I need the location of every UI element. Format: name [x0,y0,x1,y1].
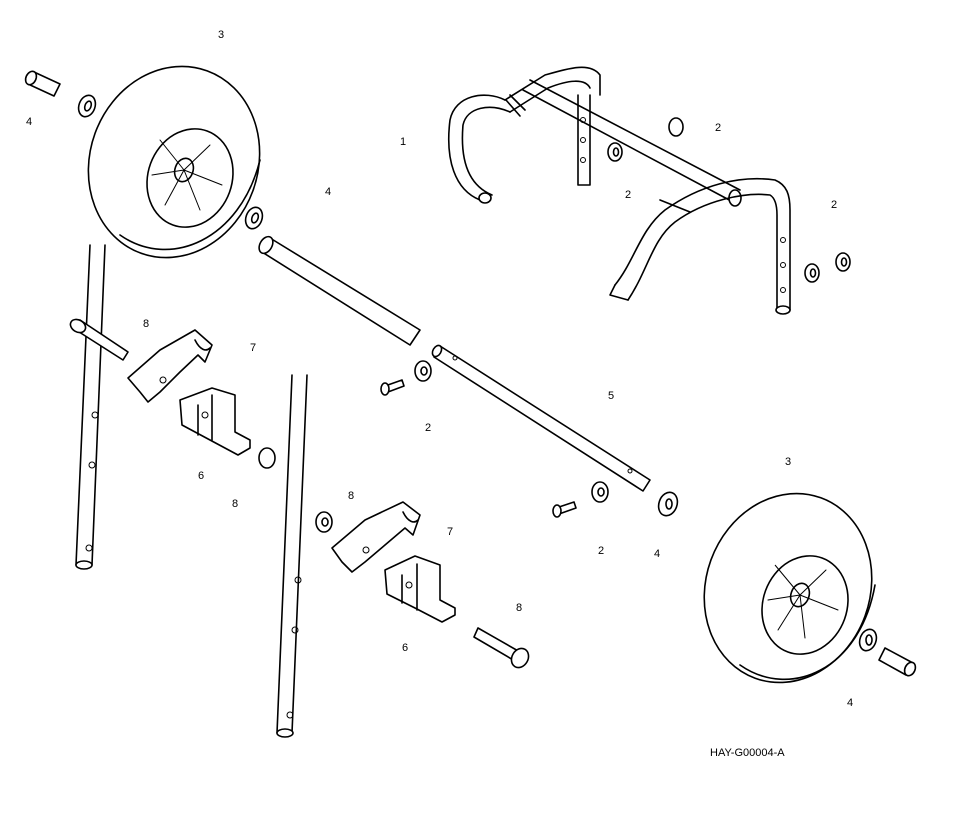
washer-center [414,360,432,382]
bolt-lower [473,627,530,669]
washer-mid-left [244,206,264,230]
washer-frame-b [607,142,623,162]
washer-lower-left [315,511,333,533]
bolt-left [69,318,129,361]
washer-right-a [591,481,609,503]
spacer-pin-top-left [24,70,61,97]
washer-frame-a [668,117,684,137]
washer-right-b [657,491,679,517]
clip-center [331,501,421,573]
axle-tube-upper [258,235,421,346]
callout-bracket-left: 6 [198,470,204,482]
callout-washer-right: 2 [598,545,604,557]
leg-pole-left [75,244,106,570]
callout-bolt-lower: 8 [516,602,522,614]
bracket-center [384,555,456,623]
washer-bottom-right [858,628,878,652]
callout-clip-center: 7 [447,526,453,538]
frame [448,66,791,315]
axle-rod [431,344,651,492]
callout-washer-frame-top: 2 [715,122,721,134]
screw-center [380,379,405,396]
callout-washer-frame-right: 2 [831,199,837,211]
bracket-left [179,387,251,456]
callout-clip-left: 7 [250,342,256,354]
callout-washer-center: 2 [425,422,431,434]
washer-left-bracket [258,447,276,469]
callout-bolt-center: 8 [348,490,354,502]
spacer-pin-bottom-right [878,647,917,677]
callout-spacer-right: 4 [654,548,660,560]
callout-bolt-left-lower: 8 [232,498,238,510]
leg-pole-center [276,374,308,738]
wheel-top-left [87,65,261,259]
callout-spacer-top-left: 4 [26,116,32,128]
washer-frame-c [804,263,820,283]
callout-bracket-center: 6 [402,642,408,654]
clip-left [127,329,213,403]
washer-top-left [77,94,97,118]
drawing-code: HAY-G00004-A [710,747,785,759]
callout-wheel-top: 3 [218,29,224,41]
callout-spacer-bottom-right: 4 [847,697,853,709]
callout-washer-frame-mid: 2 [625,189,631,201]
screw-right [552,501,577,518]
callout-wheel-bottom: 3 [785,456,791,468]
callout-frame: 1 [400,136,406,148]
callout-bolt-left: 8 [143,318,149,330]
callout-axle: 5 [608,390,614,402]
wheel-bottom-right [703,492,876,684]
washer-frame-d [835,252,851,272]
callout-spacer-axle: 4 [325,186,331,198]
